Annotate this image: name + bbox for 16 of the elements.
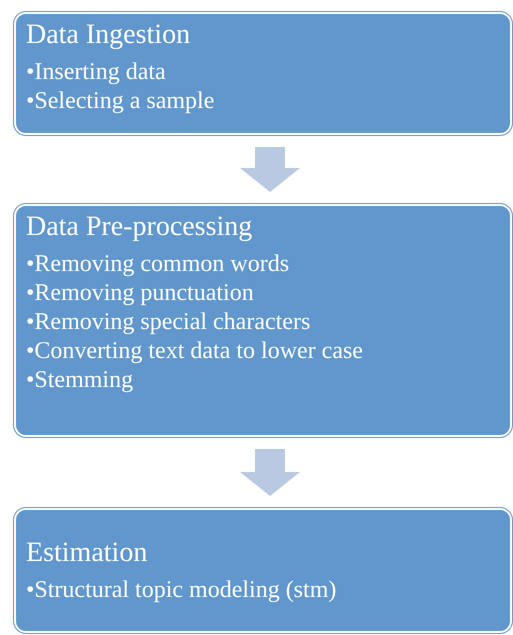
box-title: Data Ingestion xyxy=(26,18,190,52)
bullet-item: •Removing punctuation xyxy=(26,279,254,308)
down-arrow xyxy=(240,147,300,192)
box-title: Estimation xyxy=(26,536,148,570)
bullet-item: •Structural topic modeling (stm) xyxy=(26,576,336,605)
bullet-item: •Removing special characters xyxy=(26,308,310,337)
bullet-item: •Selecting a sample xyxy=(26,87,214,116)
bullet-item: •Inserting data xyxy=(26,58,166,87)
process-box xyxy=(14,508,512,633)
bullet-item: •Removing common words xyxy=(26,250,290,279)
process-box xyxy=(14,12,512,135)
bullet-item: •Stemming xyxy=(26,366,134,395)
process-box xyxy=(14,204,512,437)
down-arrow xyxy=(240,449,300,496)
bullet-item: •Converting text data to lower case xyxy=(26,337,363,366)
box-title: Data Pre-processing xyxy=(26,210,252,244)
